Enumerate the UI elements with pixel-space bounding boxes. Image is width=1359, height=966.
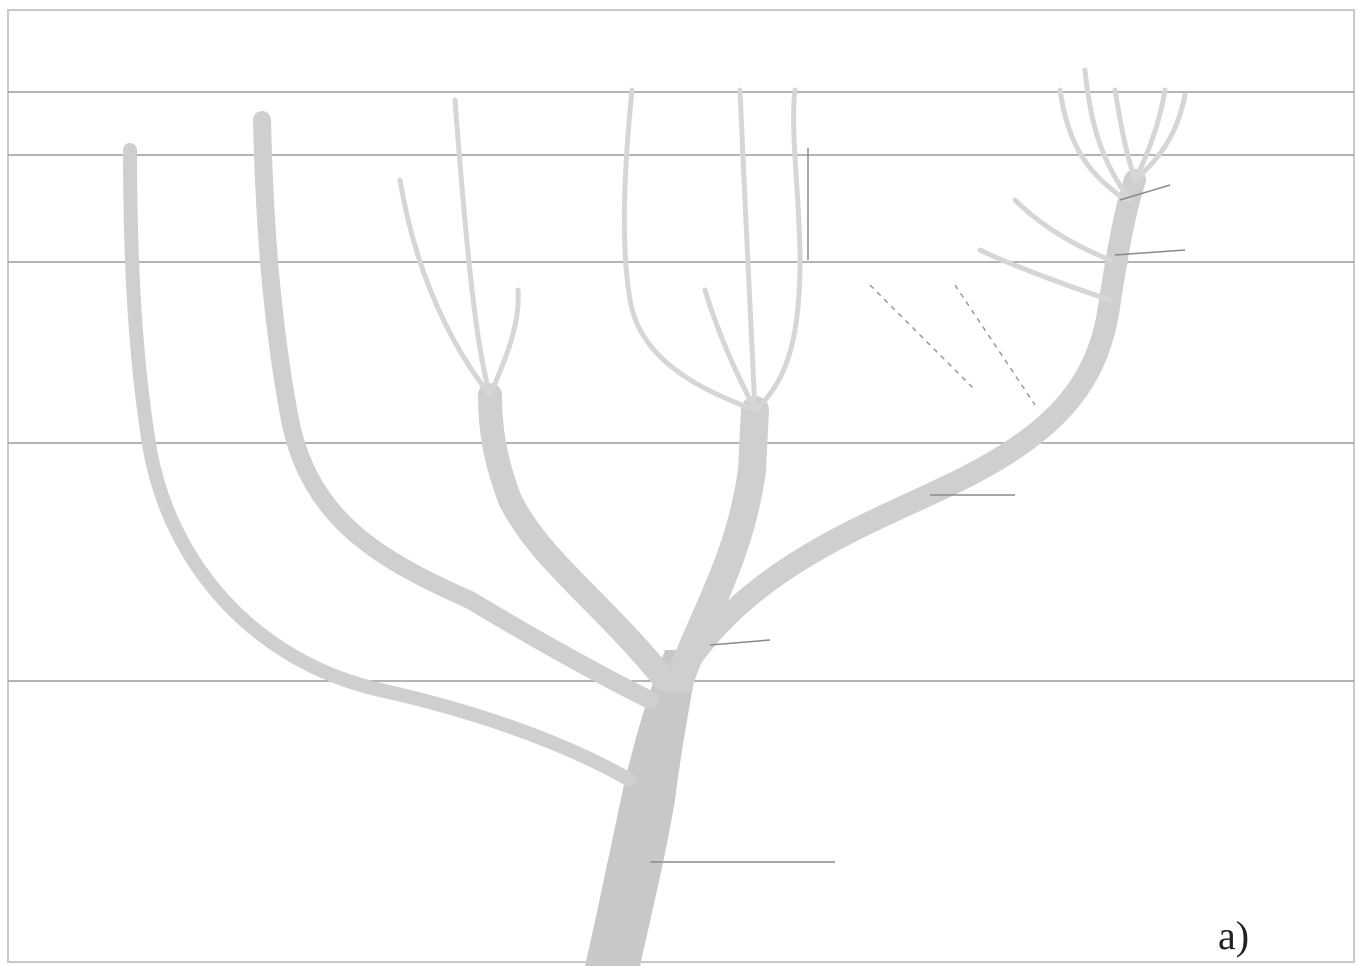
twig bbox=[397, 177, 493, 398]
leader-line bbox=[1114, 249, 1186, 256]
tree-twigs bbox=[397, 67, 1188, 413]
right-branch bbox=[679, 169, 1146, 671]
left-middle-branch bbox=[478, 383, 677, 692]
left-branch-third bbox=[123, 143, 637, 787]
left-branch-second bbox=[253, 111, 659, 709]
dashed-connector bbox=[954, 284, 1036, 406]
figure-frame bbox=[7, 9, 1355, 963]
twig bbox=[1132, 92, 1188, 183]
twig bbox=[621, 87, 758, 413]
panel-letter: a) bbox=[1218, 913, 1250, 958]
tree-trunk bbox=[585, 650, 700, 966]
twig bbox=[1082, 67, 1133, 203]
twig bbox=[452, 97, 493, 398]
twig bbox=[1057, 87, 1128, 203]
twig bbox=[1012, 197, 1113, 263]
twig bbox=[702, 287, 758, 413]
dashed-connector bbox=[869, 284, 976, 391]
leader-line bbox=[709, 639, 771, 646]
twig bbox=[977, 247, 1113, 303]
twig bbox=[737, 87, 758, 413]
twig bbox=[1132, 87, 1168, 183]
tree-branches bbox=[123, 111, 1146, 787]
leader-line bbox=[1119, 184, 1171, 201]
twig bbox=[487, 287, 521, 398]
twig bbox=[752, 87, 803, 413]
leader-lines bbox=[650, 148, 1186, 863]
twig bbox=[1112, 87, 1138, 183]
dashed-connectors bbox=[869, 284, 1036, 406]
